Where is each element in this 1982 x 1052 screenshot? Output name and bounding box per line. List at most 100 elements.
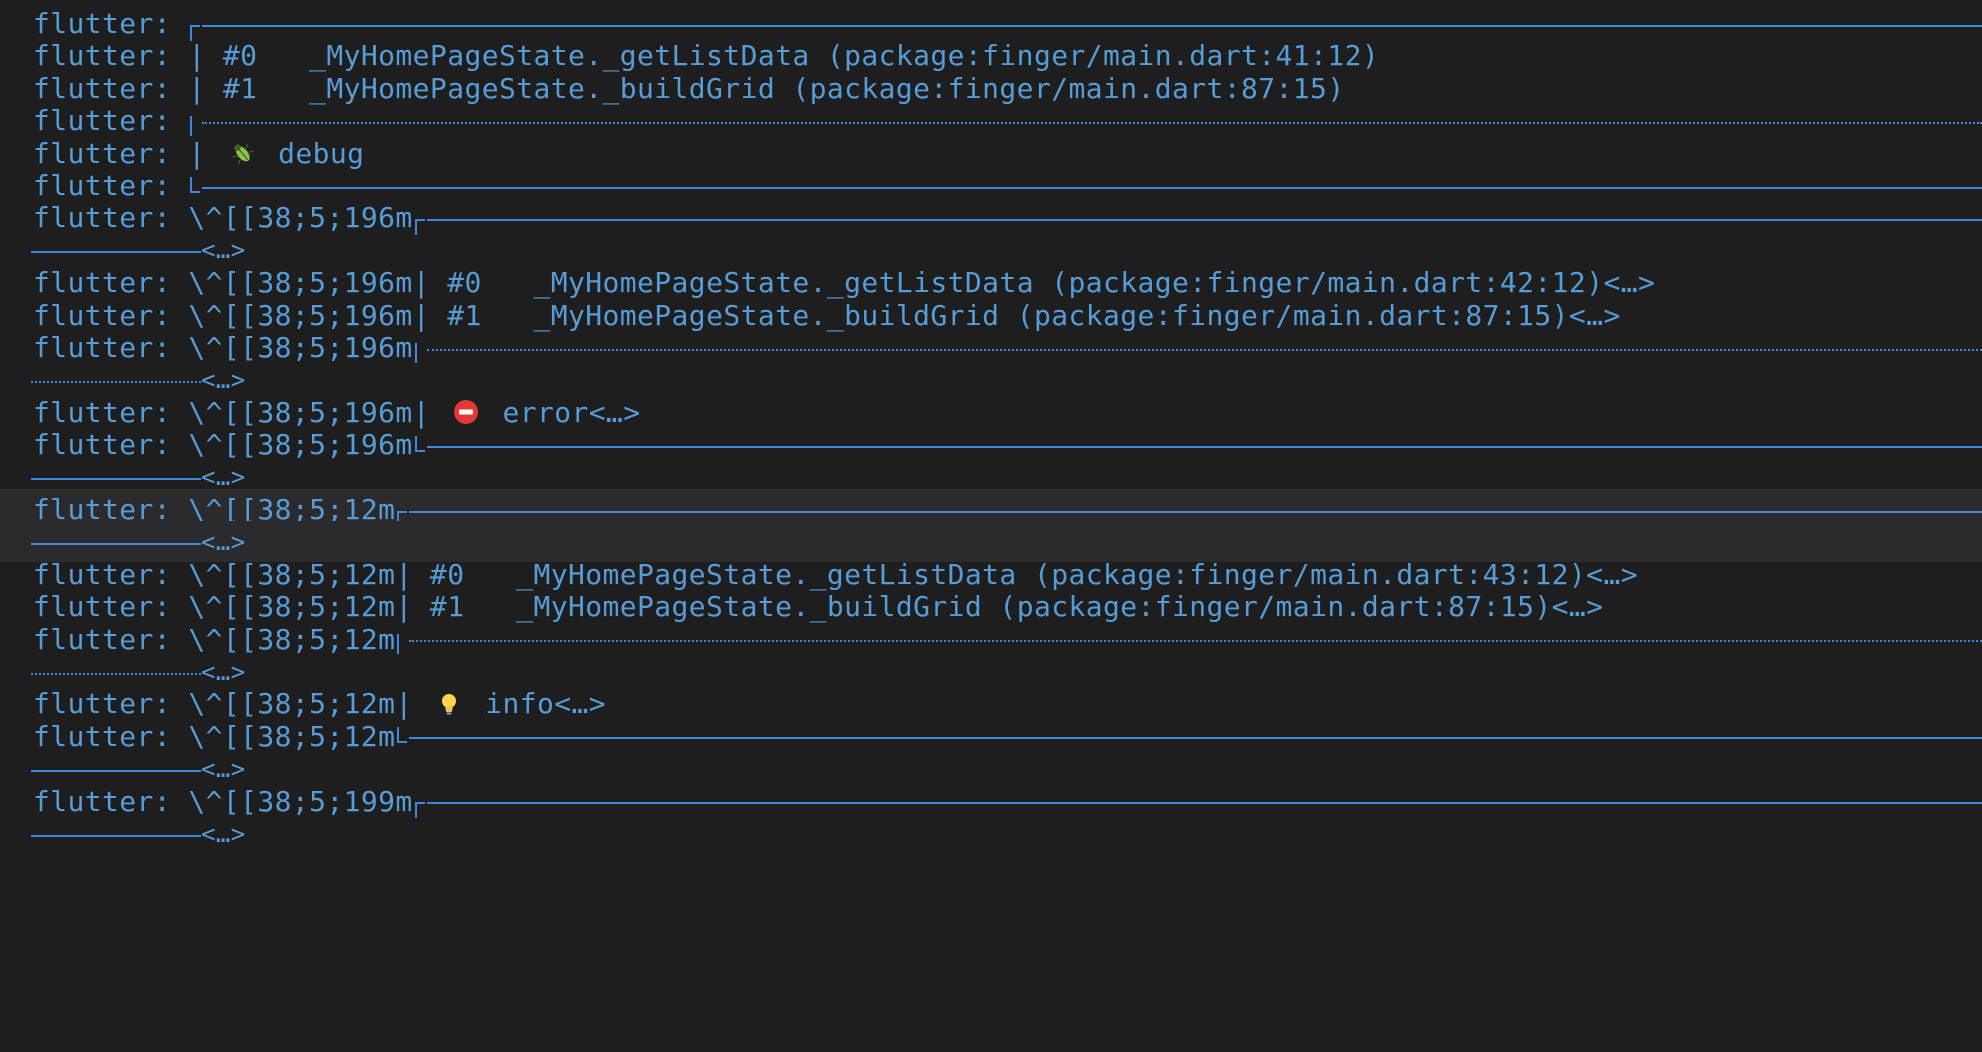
solid-divider: [409, 737, 1982, 740]
log-prefix: flutter:: [33, 687, 189, 721]
dashed-divider: [426, 348, 1982, 351]
log-prefix: flutter:: [33, 493, 189, 526]
wrapped-rule-segment: [31, 672, 201, 675]
ansi-escape-code: \^[[38;5;196m: [188, 395, 413, 429]
terminal-line: flutter:: [0, 165, 1982, 206]
log-prefix: flutter:: [33, 201, 189, 235]
truncation-marker: <…>: [201, 463, 246, 492]
terminal-line: flutter: \^[[38;5;12m: [0, 716, 1982, 757]
terminal-line: flutter:: [0, 100, 1982, 141]
truncation-marker: <…>: [201, 365, 246, 394]
wrapped-rule-segment: [31, 251, 201, 254]
log-prefix: flutter:: [33, 428, 189, 462]
log-prefix: flutter:: [33, 395, 189, 429]
wrapped-rule-segment: [31, 834, 201, 837]
box-corner: [397, 727, 408, 744]
solid-divider: [202, 186, 1982, 189]
bug-icon: [227, 138, 257, 168]
dashed-divider: [202, 121, 1982, 124]
box-edge: |: [395, 687, 430, 721]
terminal-line: <…>: [0, 230, 1982, 271]
ansi-escape-code: \^[[38;5;196m: [188, 298, 413, 332]
log-prefix: flutter:: [33, 7, 189, 40]
terminal-line: flutter: \^[[38;5;196m| error<…>: [0, 392, 1982, 433]
ansi-escape-code: \^[[38;5;12m: [188, 687, 396, 721]
ansi-escape-code: \^[[38;5;196m: [188, 428, 413, 462]
box-corner: [414, 342, 425, 363]
box-corner: [414, 435, 425, 452]
truncation-marker: <…>: [201, 236, 246, 265]
terminal-line: flutter: \^[[38;5;196m: [0, 327, 1982, 368]
dashed-divider: [409, 640, 1982, 643]
wrapped-rule-segment: [31, 542, 201, 545]
stack-trace-text: | #0 _MyHomePageState._getListData (pack…: [188, 39, 1380, 73]
terminal-line: flutter: \^[[38;5;196m| #1 _MyHomePageSt…: [0, 295, 1982, 336]
ansi-escape-code: \^[[38;5;196m: [188, 266, 413, 300]
terminal-line: <…>: [0, 521, 1982, 563]
log-prefix: flutter:: [33, 298, 189, 332]
solid-divider: [426, 445, 1982, 448]
log-level-label: error<…>: [485, 395, 641, 429]
terminal-line: <…>: [0, 457, 1982, 498]
terminal-line: <…>: [0, 748, 1982, 789]
truncation-marker: <…>: [201, 754, 246, 783]
terminal-line: flutter: \^[[38;5;12m| info<…>: [0, 683, 1982, 724]
log-prefix: flutter:: [33, 719, 189, 753]
box-edge: |: [412, 395, 448, 429]
log-prefix: flutter:: [33, 622, 189, 656]
stack-trace-text: | #0 _MyHomePageState._getListData (pack…: [395, 557, 1638, 591]
box-corner: [414, 218, 425, 235]
ansi-escape-code: \^[[38;5;196m: [188, 331, 413, 364]
terminal-line: <…>: [0, 651, 1982, 692]
log-prefix: flutter:: [33, 557, 189, 591]
ansi-escape-code: \^[[38;5;199m: [188, 784, 413, 818]
log-level-label: debug: [260, 136, 365, 170]
ansi-escape-code: \^[[38;5;12m: [188, 557, 396, 591]
terminal-line: flutter: | #0 _MyHomePageState._getListD…: [0, 35, 1982, 76]
ansi-escape-code: \^[[38;5;196m: [188, 201, 413, 235]
log-prefix: flutter:: [33, 136, 189, 170]
solid-divider: [202, 24, 1982, 27]
log-prefix: flutter:: [33, 39, 189, 73]
stack-trace-text: | #0 _MyHomePageState._getListData (pack…: [412, 266, 1656, 300]
no-entry-icon: [451, 397, 481, 427]
terminal-line: flutter: | #1 _MyHomePageState._buildGri…: [0, 68, 1982, 109]
log-prefix: flutter:: [33, 266, 189, 300]
box-corner: [190, 176, 201, 193]
terminal-line: flutter: \^[[38;5;12m| #0 _MyHomePageSta…: [0, 554, 1982, 595]
wrapped-rule-segment: [31, 380, 201, 383]
lightbulb-icon: [434, 689, 464, 719]
terminal-line: flutter: \^[[38;5;199m: [0, 781, 1982, 822]
terminal-line: flutter: \^[[38;5;12m: [0, 619, 1982, 660]
stack-trace-text: | #1 _MyHomePageState._buildGrid (packag…: [188, 71, 1345, 105]
ansi-escape-code: \^[[38;5;12m: [188, 493, 396, 526]
terminal-line: flutter: \^[[38;5;12m| #1 _MyHomePageSta…: [0, 586, 1982, 627]
log-prefix: flutter:: [33, 784, 189, 818]
truncation-marker: <…>: [201, 819, 246, 848]
stack-trace-text: | #1 _MyHomePageState._buildGrid (packag…: [412, 298, 1621, 332]
ansi-escape-code: \^[[38;5;12m: [188, 622, 396, 656]
box-corner: [414, 802, 425, 819]
log-prefix: flutter:: [33, 169, 189, 202]
box-corner: [190, 24, 201, 41]
log-prefix: flutter:: [33, 71, 189, 105]
terminal-line: flutter: \^[[38;5;196m: [0, 197, 1982, 238]
truncation-marker: <…>: [201, 657, 246, 686]
log-prefix: flutter:: [33, 590, 189, 624]
truncation-marker: <…>: [201, 527, 246, 556]
terminal-line: flutter: | debug: [0, 133, 1982, 174]
box-edge: |: [188, 136, 223, 170]
terminal-line: <…>: [0, 359, 1982, 400]
log-prefix: flutter:: [33, 331, 189, 364]
log-level-label: info<…>: [467, 687, 606, 721]
solid-divider: [409, 510, 1982, 513]
terminal-line: flutter: \^[[38;5;196m: [0, 424, 1982, 465]
box-corner: [397, 634, 407, 655]
terminal-line: flutter: \^[[38;5;12m: [0, 489, 1982, 530]
log-prefix: flutter:: [33, 104, 189, 138]
wrapped-rule-segment: [31, 478, 201, 481]
solid-divider: [426, 218, 1982, 221]
terminal-line: flutter:: [0, 3, 1982, 44]
box-corner: [397, 510, 408, 527]
